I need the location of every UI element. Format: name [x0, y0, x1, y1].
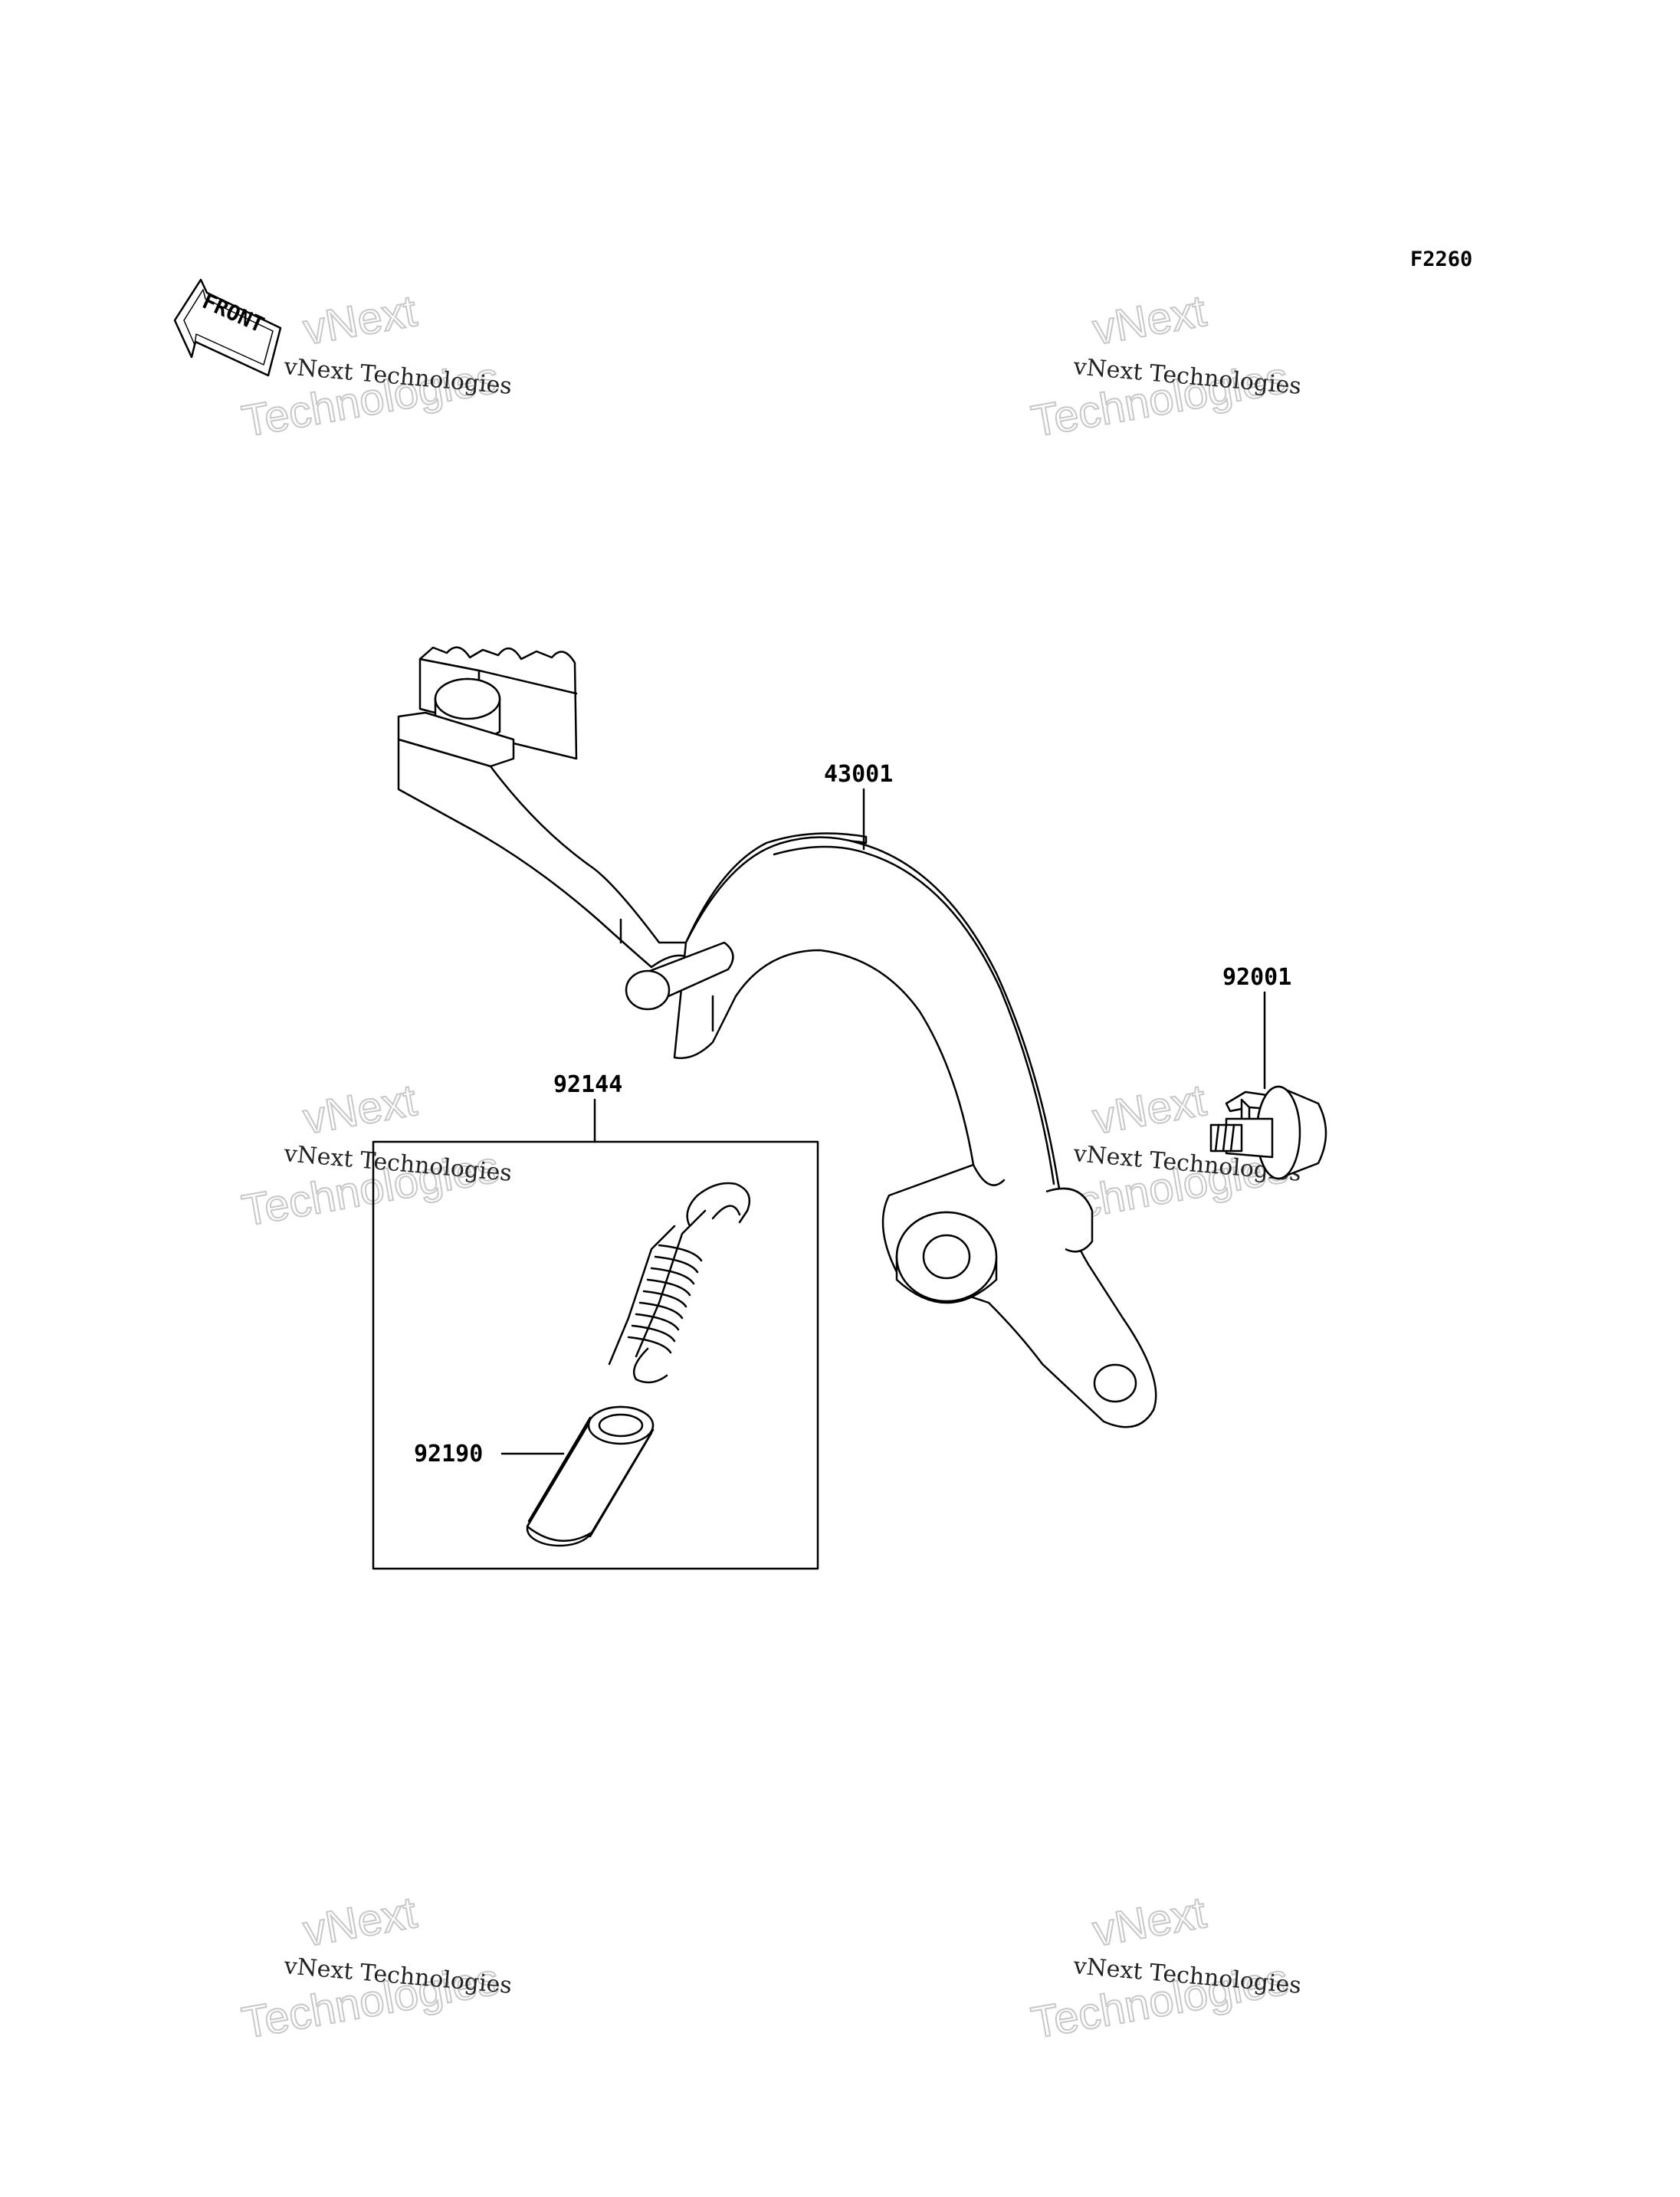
watermark-big-top: vNext [300, 1075, 420, 1144]
part-label-spring-kit: 92144 [553, 1071, 622, 1098]
watermark-big-top: vNext [300, 286, 420, 355]
watermark-bottom-left: vNext Technologies vNext Technologies [238, 1887, 513, 2049]
watermark-big-top: vNext [1089, 1887, 1209, 1956]
watermark-big-top: vNext [300, 1887, 420, 1956]
watermark-big-top: vNext [1089, 1075, 1209, 1144]
watermark-top-left: vNext Technologies vNext Technologies [238, 285, 513, 448]
watermark-mid-left: vNext Technologies vNext Technologies [238, 1074, 513, 1237]
diagram-code: F2260 [1410, 248, 1472, 271]
part-label-brake-pedal: 43001 [824, 761, 893, 788]
bolt-drawing [1209, 1085, 1327, 1180]
collar-drawing [526, 1405, 655, 1547]
watermark-big-top: vNext [1089, 286, 1209, 355]
part-label-bolt: 92001 [1222, 964, 1291, 991]
watermark-top-right: vNext Technologies vNext Technologies [1027, 285, 1302, 448]
part-label-collar: 92190 [414, 1441, 483, 1467]
front-arrow-icon: FRONT [173, 278, 282, 377]
watermark-bottom-right: vNext Technologies vNext Technologies [1027, 1887, 1302, 2049]
spring-drawing [608, 1182, 751, 1384]
brake-pedal-drawing [397, 646, 1157, 1428]
